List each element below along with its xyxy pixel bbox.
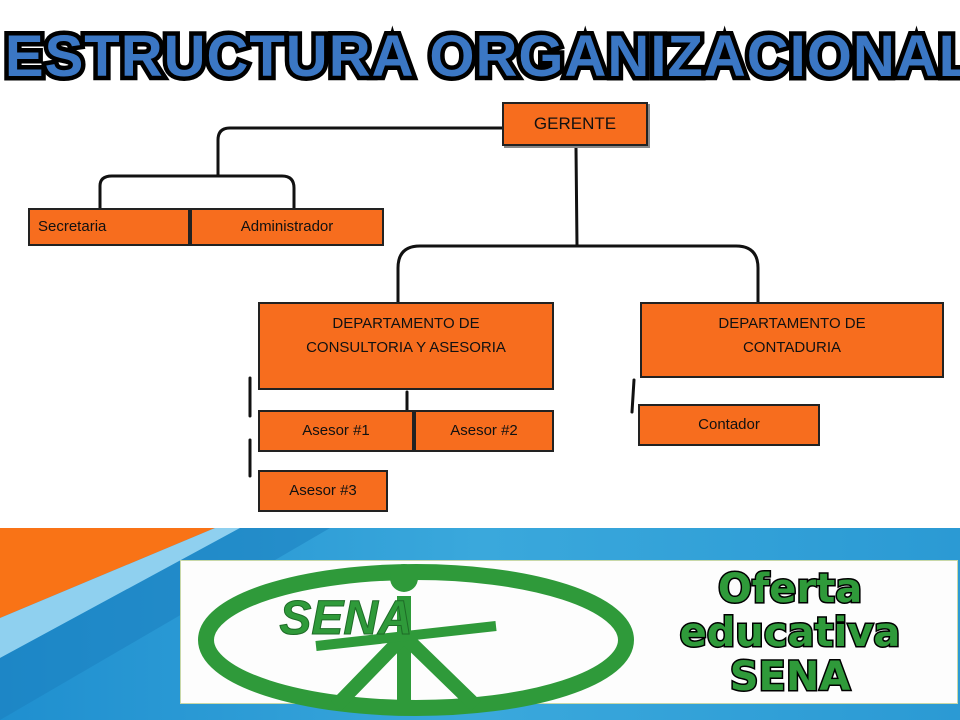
connector-admin-bracket	[98, 174, 296, 212]
connector-dept-bracket	[396, 244, 760, 304]
dept-contaduria-box: DEPARTAMENTO DE CONTADURIA	[640, 302, 944, 378]
oferta-line2: educativa	[680, 610, 901, 656]
oferta-educativa-text: Oferta educativa SENA	[678, 565, 902, 701]
administrador-box: Administrador	[190, 208, 384, 246]
secretaria-box: Secretaria	[28, 208, 190, 246]
gerente-label: GERENTE	[533, 114, 617, 133]
gerente-box: GERENTE	[502, 102, 648, 146]
oferta-line3: SENA	[730, 654, 851, 700]
oferta-line1: Oferta	[718, 566, 862, 612]
asesor3-label: Asesor #3	[289, 482, 357, 499]
dept-contaduria-label: DEPARTAMENTO DE CONTADURIA	[718, 315, 866, 356]
connector-contador	[630, 378, 636, 414]
connector-gerente-admin	[216, 126, 504, 178]
connector-gerente-down	[574, 146, 579, 248]
title-text: ESTRUCTURA ORGANIZACIONAL	[5, 24, 960, 89]
asesor2-label: Asesor #2	[450, 422, 518, 439]
asesor2-box: Asesor #2	[414, 410, 554, 452]
asesor1-box: Asesor #1	[258, 410, 414, 452]
asesor1-label: Asesor #1	[302, 422, 370, 439]
dept-consultoria-label: DEPARTAMENTO DE CONSULTORIA Y ASESORIA	[306, 315, 506, 356]
sena-logo-text: SENA	[279, 592, 412, 645]
secretaria-label: Secretaria	[38, 218, 107, 235]
diagram-title: ESTRUCTURA ORGANIZACIONAL	[0, 20, 960, 94]
dept-consultoria-box: DEPARTAMENTO DE CONSULTORIA Y ASESORIA	[258, 302, 554, 390]
org-connectors	[98, 126, 760, 478]
contador-box: Contador	[638, 404, 820, 446]
sena-logo: SENA	[198, 564, 634, 716]
asesor3-box: Asesor #3	[258, 470, 388, 512]
administrador-label: Administrador	[240, 218, 334, 235]
contador-label: Contador	[698, 416, 760, 433]
